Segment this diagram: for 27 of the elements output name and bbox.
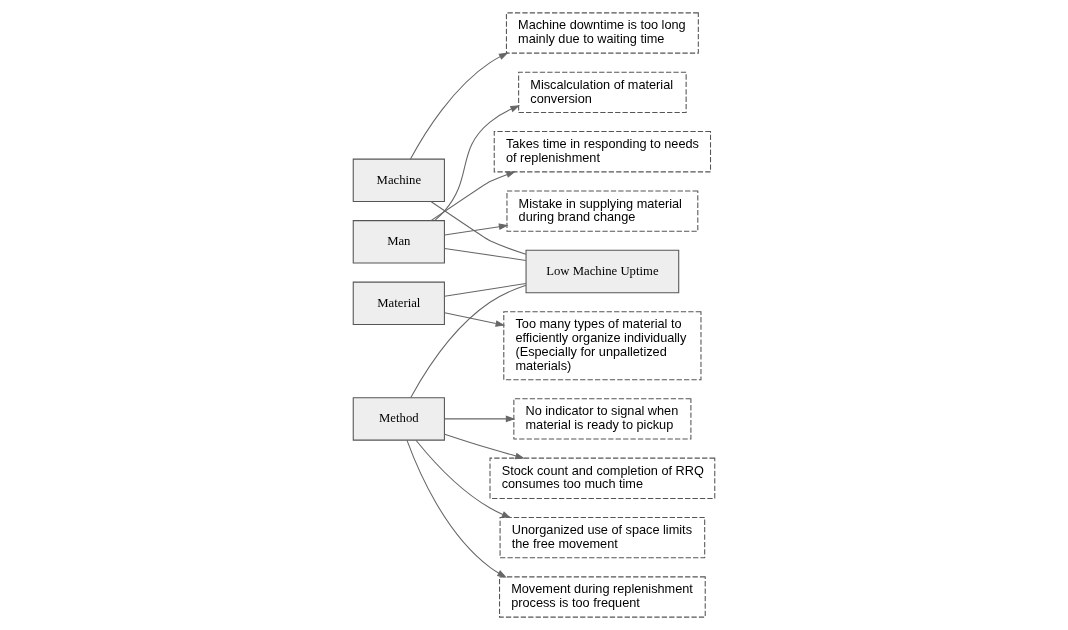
- connector: [410, 284, 527, 398]
- arrow: [444, 312, 506, 327]
- connector: [444, 282, 527, 297]
- connector: [430, 201, 527, 255]
- arrow: [430, 171, 516, 221]
- node-box: Man: [352, 220, 445, 264]
- arrow: [415, 439, 512, 519]
- arrow: [409, 52, 509, 160]
- node-box: No indicator to signal when material is ready to pickup: [513, 398, 692, 440]
- arrow: [444, 415, 516, 423]
- node-box: Too many types of material to efficiently organize individually (Especially for unpalletized materials): [503, 311, 702, 381]
- node-box: Method: [352, 397, 445, 441]
- node-box: Unorganized use of space limits the free movement: [499, 516, 706, 559]
- node-box: Stock count and completion of RRQ consumes too much time: [489, 457, 716, 499]
- arrow: [406, 439, 507, 578]
- node-box: Low Machine Uptime: [525, 249, 680, 294]
- node-box: Machine: [352, 158, 445, 203]
- node-box: Takes time in responding to needs of replenishment: [493, 131, 712, 173]
- node-box: Miscalculation of material conversion: [518, 71, 687, 114]
- arrow: [444, 433, 525, 460]
- connector: [444, 247, 527, 261]
- node-box: Movement during replenishment process is too frequent: [499, 576, 706, 618]
- arrow: [444, 223, 509, 236]
- node-box: Mistake in supplying material during brand change: [506, 190, 699, 232]
- node-box: Material: [352, 281, 445, 326]
- arrow: [434, 105, 520, 221]
- node-box: Machine downtime is too long mainly due to waiting time: [505, 12, 699, 54]
